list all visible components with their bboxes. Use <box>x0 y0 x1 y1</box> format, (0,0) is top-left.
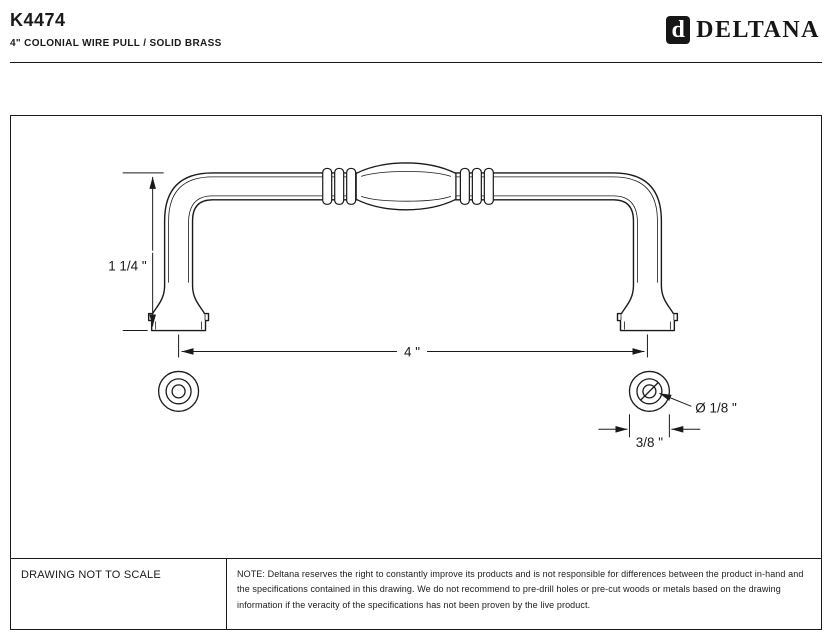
dimensions <box>122 172 701 438</box>
page-title: K4474 <box>10 10 66 30</box>
dim-length <box>178 334 648 358</box>
deltana-logo-icon: d <box>666 16 691 44</box>
hole-inner-circle <box>171 384 186 399</box>
scale-note: DRAWING NOT TO SCALE <box>11 559 227 629</box>
mounting-holes <box>157 370 671 412</box>
ring <box>346 167 357 205</box>
center-barrel <box>355 162 457 211</box>
ring-set-right <box>459 167 494 205</box>
header: K4474 4" COLONIAL WIRE PULL / SOLID BRAS… <box>10 10 222 49</box>
hole-right-screw <box>628 370 671 412</box>
foot-shading-lines <box>151 314 675 330</box>
ring <box>322 167 333 205</box>
screw-slot-line <box>640 382 659 401</box>
logo-letter: d <box>671 17 685 43</box>
dim-height <box>122 172 164 332</box>
hole-dim-label: Ø 1/8 " <box>695 400 737 415</box>
height-dim-label: 1 1/4 " <box>108 259 147 274</box>
dim-hole-leader <box>659 392 692 407</box>
ring <box>334 167 345 205</box>
barrel-outline <box>355 162 457 211</box>
dimension-labels: 1 1/4 " 4 " 3/8 " Ø 1/8 " <box>108 259 737 451</box>
ring-set-left <box>322 167 357 205</box>
technical-drawing: 1 1/4 " 4 " 3/8 " Ø 1/8 " <box>108 162 737 451</box>
base-dim-label: 3/8 " <box>636 435 663 450</box>
pull-front-view <box>147 162 679 332</box>
dim-base-width <box>598 414 701 438</box>
hole-left <box>157 370 200 412</box>
length-dim-label: 4 " <box>404 344 420 359</box>
product-subtitle: 4" COLONIAL WIRE PULL / SOLID BRASS <box>10 38 222 49</box>
ring <box>483 167 494 205</box>
handle-outline <box>147 172 679 332</box>
barrel-contour-lines <box>361 171 452 202</box>
brand-name: DELTANA <box>696 16 820 43</box>
header-divider <box>10 62 822 63</box>
disclaimer-note: NOTE: Deltana reserves the right to cons… <box>237 569 804 610</box>
drawing-area: 1 1/4 " 4 " 3/8 " Ø 1/8 " <box>10 115 822 558</box>
ring <box>471 167 482 205</box>
title-block: DRAWING NOT TO SCALE NOTE: Deltana reser… <box>10 558 822 630</box>
ring <box>459 167 470 205</box>
brand-logo: d DELTANA <box>666 16 820 44</box>
